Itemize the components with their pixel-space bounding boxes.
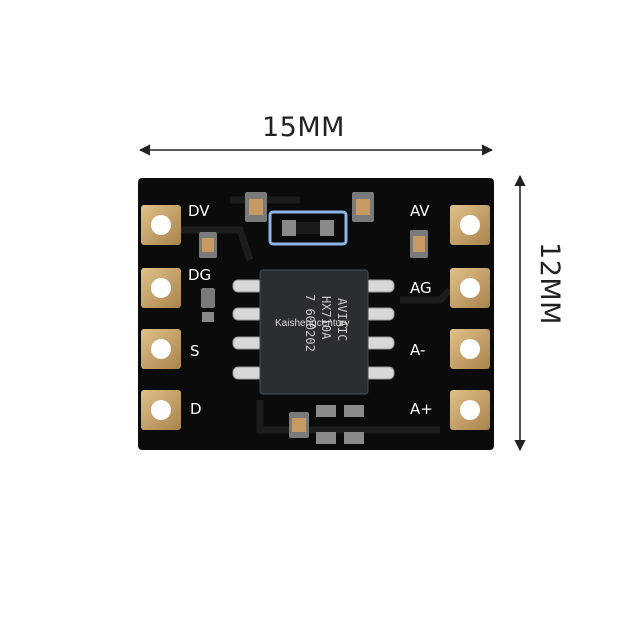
pad-right-2 (450, 268, 490, 308)
pad-left-4 (141, 390, 181, 430)
chip-marking-line1: AVIAIC (335, 298, 349, 341)
silk-label-dg: DG (188, 266, 211, 284)
smd-components (199, 192, 428, 444)
pad-left-3 (141, 329, 181, 369)
pad-right-1 (450, 205, 490, 245)
pad-left-1 (141, 205, 181, 245)
ic-chip (259, 269, 369, 395)
silk-label-dv: DV (188, 202, 210, 220)
silk-label-a-plus: A+ (410, 400, 433, 418)
pad-right-4 (450, 390, 490, 430)
pad-right-3 (450, 329, 490, 369)
pad-left-2 (141, 268, 181, 308)
silk-label-s: S (190, 342, 200, 360)
left-pads (141, 205, 181, 430)
chip-marking-line3: 7 600202 (303, 294, 317, 352)
silk-label-a-minus: A- (410, 341, 425, 359)
silk-label-d: D (190, 400, 202, 418)
silk-label-av: AV (410, 202, 430, 220)
chip-marking-line2: HX710A (319, 296, 333, 340)
silk-label-ag: AG (410, 279, 432, 297)
ic-leads (232, 279, 395, 380)
watermark: Kaishengcentury (275, 318, 350, 329)
width-dimension-label: 15MM (262, 112, 345, 143)
right-pads (450, 205, 490, 430)
